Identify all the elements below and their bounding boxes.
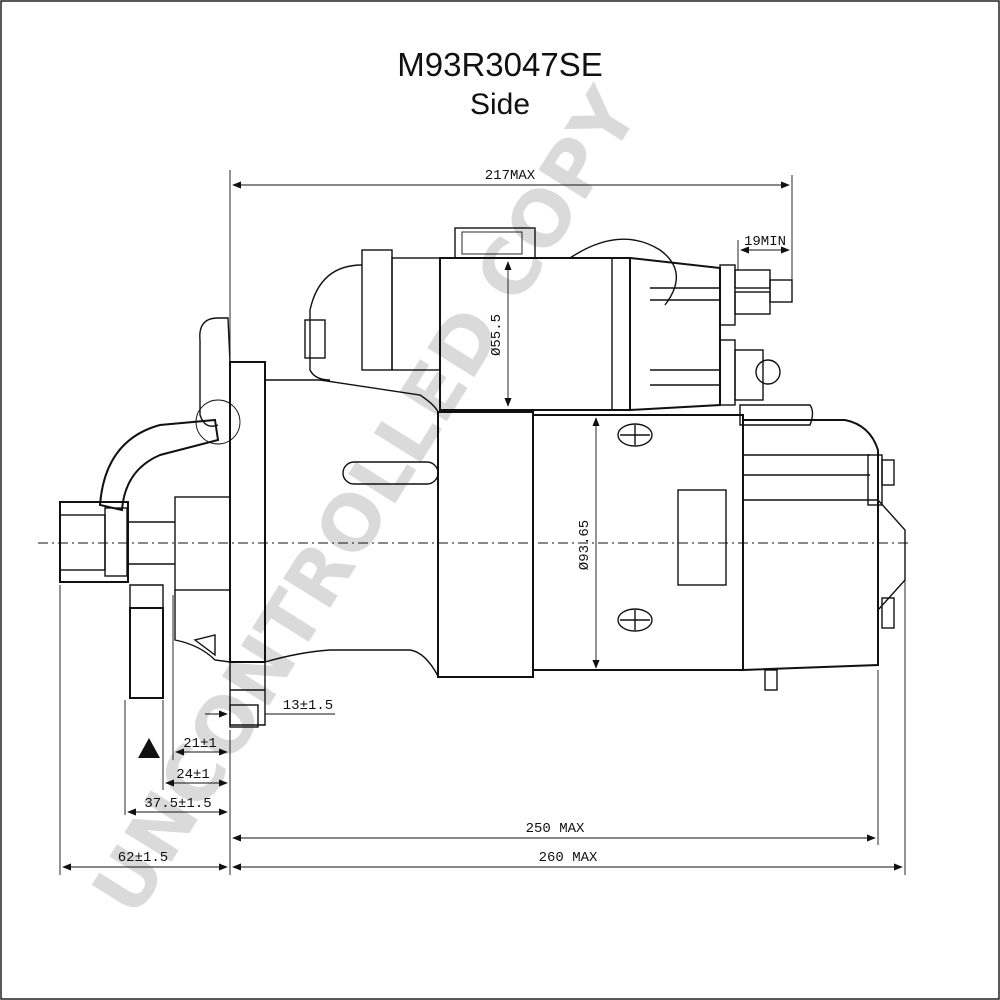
solenoid-connector [454, 227, 536, 259]
terminal-stud-top [734, 269, 771, 289]
dim-62: 62±1.5 [118, 850, 168, 866]
solenoid-wire [569, 238, 678, 306]
motor-body [342, 411, 906, 691]
nameplate [677, 489, 727, 586]
dim-dia-55-5: Ø55.5 [489, 314, 505, 356]
dim-260max: 260 MAX [539, 850, 598, 866]
dim-21: 21±1 [183, 736, 217, 752]
dim-13: 13±1.5 [283, 698, 333, 714]
terminal-stud-bottom [734, 349, 764, 401]
drain-plug [764, 669, 778, 691]
dim-19min: 19MIN [744, 234, 786, 250]
nose-housing [59, 317, 439, 728]
dimensions: 217MAX 19MIN Ø55.5 Ø93.65 13±1.5 [59, 168, 906, 875]
dim-217max: 217MAX [485, 168, 536, 184]
housing-slot [342, 461, 439, 485]
end-bolt-top [881, 459, 895, 486]
dim-250max: 250 MAX [526, 821, 585, 837]
screw-top [617, 423, 653, 447]
dim-37-5: 37.5±1.5 [144, 796, 211, 812]
dim-dia-93-65: Ø93.65 [577, 520, 593, 570]
dim-24: 24±1 [176, 767, 210, 783]
screw-bottom [617, 608, 653, 632]
view-label: Side [469, 88, 531, 121]
part-number-title: M93R3047SE [397, 46, 603, 83]
end-bolt-bottom [881, 597, 895, 629]
datum-triangle [138, 738, 160, 758]
solenoid [304, 227, 814, 426]
